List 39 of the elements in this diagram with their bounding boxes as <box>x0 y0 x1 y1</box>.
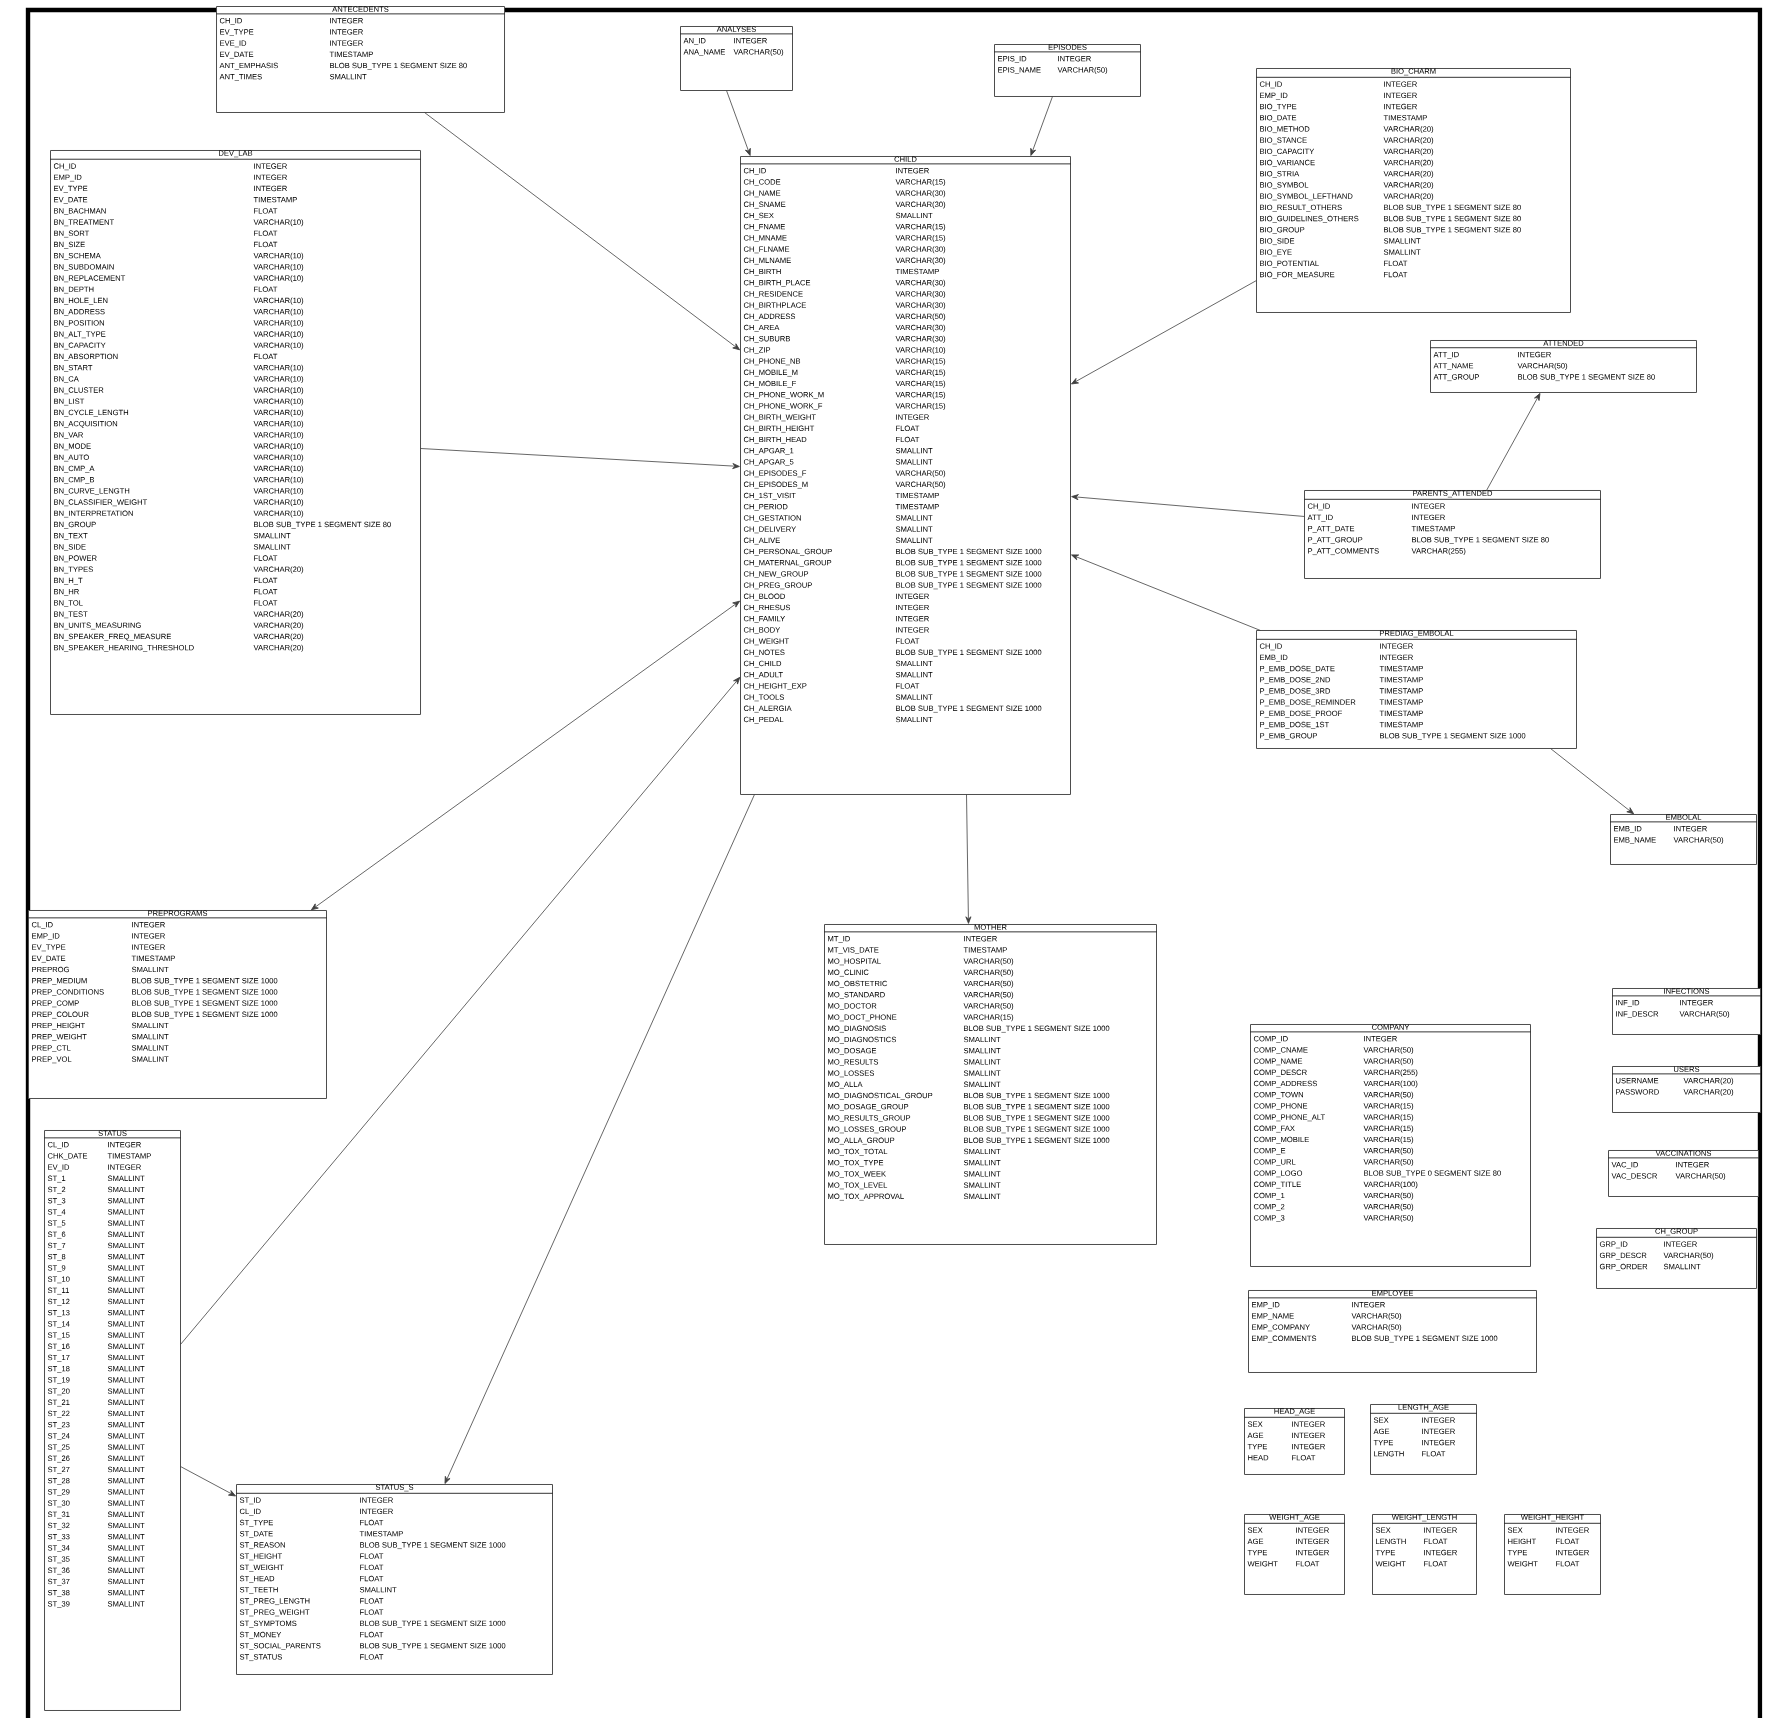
relationship-line <box>726 90 751 156</box>
relationship-line <box>420 448 740 470</box>
table-box <box>1612 988 1761 1035</box>
table-box <box>1256 630 1577 749</box>
table-box <box>216 6 505 113</box>
table-box <box>1244 1408 1345 1475</box>
relationship-line <box>180 1466 236 1497</box>
table-box <box>1256 68 1571 313</box>
relationship-line <box>1071 494 1305 517</box>
relationship-line <box>1071 280 1257 385</box>
relationship-line <box>180 676 741 1345</box>
relationship-line <box>1486 393 1541 491</box>
relationship-line <box>444 794 755 1484</box>
table-box <box>1608 1150 1759 1197</box>
relationship-line <box>965 794 972 924</box>
table-box <box>50 150 421 715</box>
table-box <box>28 910 327 1099</box>
table-box <box>824 924 1157 1245</box>
table-box <box>1370 1404 1477 1475</box>
relationship-line <box>311 600 740 911</box>
table-box <box>1596 1228 1757 1289</box>
table-box <box>1610 814 1757 865</box>
table-box <box>680 26 793 91</box>
table-box <box>1304 490 1601 579</box>
table-box <box>740 156 1071 795</box>
table-box <box>44 1130 181 1711</box>
table-box <box>1612 1066 1761 1113</box>
table-box <box>236 1484 553 1675</box>
relationship-line <box>1550 748 1635 815</box>
table-box <box>1244 1514 1345 1595</box>
relationship-line <box>424 112 741 351</box>
table-box <box>1430 340 1697 393</box>
relationship-line <box>1071 554 1261 631</box>
table-box <box>1504 1514 1601 1595</box>
table-box <box>1372 1514 1477 1595</box>
table-box <box>1248 1290 1537 1373</box>
table-box <box>994 44 1141 97</box>
table-box <box>1250 1024 1531 1267</box>
relationship-line <box>1030 96 1053 156</box>
